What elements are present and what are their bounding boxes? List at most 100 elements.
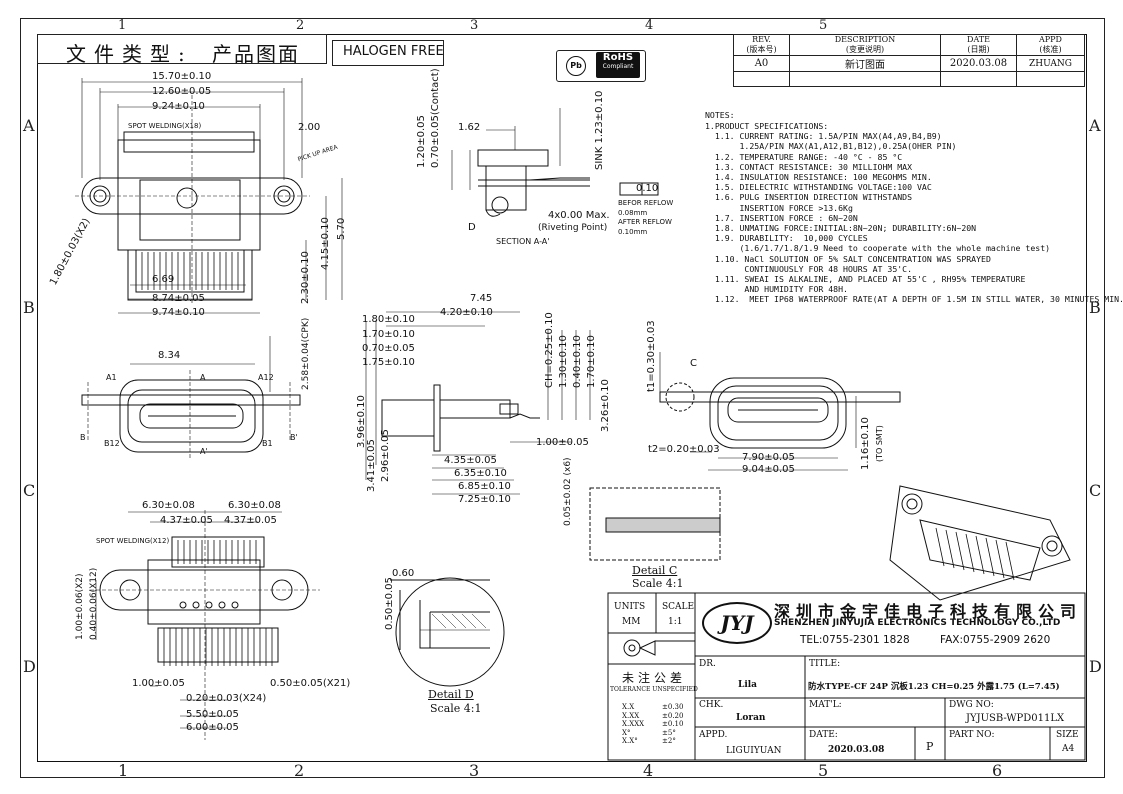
note-line: 1.12. MEET IP68 WATERPROOF RATE(AT A DEP…: [705, 294, 1123, 305]
company-logo: JYJ: [702, 602, 772, 644]
zone-col-4-top: 4: [645, 18, 654, 33]
company-fax: FAX:0755-2909 2620: [940, 634, 1051, 646]
dim-top-shell: 8.74±0.05: [152, 293, 205, 304]
tolerance-value: ±0.20: [662, 711, 684, 720]
dim-side-100: 1.00±0.05: [536, 437, 589, 448]
dim-sec-sink: SINK 1.23±0.10: [594, 90, 605, 170]
date-header-en: DATE: [967, 35, 990, 44]
tolerance-value: ±2°: [662, 737, 676, 745]
spot-welding-bottom: SPOT WELDING(X12): [96, 537, 170, 545]
dim-top-body: 9.24±0.10: [152, 101, 205, 112]
dim-front-258: 2.58±0.04(CPK): [301, 317, 311, 390]
revision-table: REV.(版本号) DESCRIPTION(变更说明) DATE(日期) APP…: [733, 34, 1085, 87]
dim-side-175: 1.75±0.10: [362, 357, 415, 368]
company-name-en: SHENZHEN JINYUJIA ELECTRONICS TECHNOLOGY…: [774, 618, 1061, 628]
dim-top-width: 15.70±0.10: [152, 71, 212, 82]
pin-b12: B12: [104, 439, 120, 448]
note-line: CONTINUOUSLY FOR 48 HOURS AT 35'C.: [705, 263, 913, 274]
size-value: A4: [1062, 744, 1075, 754]
note-line: 1.4. INSULATION RESISTANCE: 100 MEGOHMS …: [705, 172, 932, 182]
dim-bot-437-right: 4.37±0.05: [224, 515, 277, 526]
pb-free-icon: Pb: [566, 56, 586, 76]
dwg-label: DWG NO:: [949, 700, 994, 710]
zone-row-b: B: [23, 298, 35, 317]
file-type-label: 文件类型:: [66, 42, 193, 66]
halogen-box: [332, 40, 444, 66]
appd-header-en: APPD: [1039, 35, 1062, 44]
p-mark: P: [926, 740, 934, 753]
part-no-label: PART NO:: [949, 730, 995, 740]
tolerance-key: X.XX: [622, 711, 640, 720]
desc-header: DESCRIPTION(变更说明): [789, 34, 941, 56]
dim-bot-100b: 1.00±0.05: [132, 678, 185, 689]
riveting-point: (Riveting Point): [538, 223, 608, 233]
note-line: 1.11. SWEAI IS ALKALINE, AND PLACED AT 5…: [705, 274, 1026, 284]
date-value: 2020.03.08: [828, 745, 885, 755]
dim-top-outer: 9.74±0.10: [152, 307, 205, 318]
drawing-border: [37, 34, 1087, 762]
tolerance-key: X°: [622, 728, 631, 737]
tolerance-key: X.X: [622, 703, 635, 711]
dim-bot-630-right: 6.30±0.08: [228, 500, 281, 511]
dim-sec-070: 0.70±0.05(Contact): [430, 68, 441, 168]
dim-side-130: 1.30±0.10: [558, 335, 569, 388]
dim-flatness: 0.10: [636, 183, 659, 194]
tolerance-key: X.XXX: [622, 720, 645, 728]
before-reflow-value: 0.08mm: [618, 209, 648, 217]
note-line: 1.8. UNMATING FORCE:INITIAL:8N~20N; DURA…: [705, 223, 977, 233]
dim-riveting: 4x0.00 Max.: [548, 210, 610, 221]
dim-side-296: 2.96±0.05: [380, 429, 391, 482]
before-reflow: BEFOR REFLOW: [618, 199, 674, 207]
detail-c-title: Detail C: [632, 564, 678, 577]
title-label: TITLE:: [809, 659, 841, 669]
detail-d-scale: Scale 4:1: [430, 702, 482, 715]
after-reflow-value: 0.10mm: [618, 228, 648, 236]
rev-header-en: REV.: [752, 35, 771, 44]
dim-side-685: 6.85±0.10: [458, 481, 511, 492]
desc-header-en: DESCRIPTION: [834, 35, 896, 44]
date-header: DATE(日期): [940, 34, 1017, 56]
zone-row-c-right: C: [1089, 481, 1102, 500]
rohs-title: RoHS: [602, 52, 634, 63]
zone-col-2-top: 2: [296, 18, 305, 33]
dim-side-070: 0.70±0.05: [362, 343, 415, 354]
notes-title: NOTES:: [705, 110, 735, 120]
detail-c-callout: C: [690, 358, 697, 369]
section-mark-b: B: [80, 433, 86, 442]
pin-b1: B1: [262, 439, 273, 448]
rohs-badge: [556, 50, 646, 82]
note-line: 1.6. PULG INSERTION DIRECTION WITHSTANDS: [705, 192, 913, 203]
halogen-free-label: HALOGEN FREE: [343, 44, 444, 59]
outer-border: [20, 18, 1105, 778]
zone-col-5: 5: [818, 761, 829, 780]
detail-d-title: Detail D: [428, 688, 474, 701]
date-label: DATE:: [809, 730, 838, 740]
dim-side-040: 0.40±0.10: [572, 335, 583, 388]
dim-det-050: 0.50±0.05: [384, 577, 395, 630]
rev-value: A0: [733, 55, 790, 72]
zone-row-a-right: A: [1089, 116, 1101, 135]
after-reflow: AFTER REFLOW: [618, 218, 672, 226]
zone-row-a: A: [23, 116, 35, 135]
rohs-logo: RoHS Compliant: [596, 52, 640, 78]
dim-side-170b: 1.70±0.10: [586, 335, 597, 388]
units-label: UNITS: [614, 602, 646, 612]
size-label: SIZE: [1056, 730, 1079, 740]
dim-side-341: 3.41±0.05: [366, 439, 377, 492]
dim-front-834: 8.34: [158, 350, 181, 361]
dim-top-415: 4.15±0.10: [320, 217, 331, 270]
note-line: 1.3. CONTACT RESISTANCE: 30 MILLIOHM MAX: [705, 161, 913, 172]
zone-row-d: D: [23, 657, 36, 676]
chk-label: CHK.: [699, 700, 724, 710]
dim-bot-100: 1.00±0.06(X2): [75, 573, 85, 640]
dim-bot-600: 6.00±0.05: [186, 722, 239, 733]
note-line: 1.2. TEMPERATURE RANGE: -40 °C - 85 °C: [705, 151, 903, 162]
note-line: 1.25A/PIN MAX(A1,A12,B1,B12),0.25A(OHER …: [705, 141, 957, 152]
note-line: 1.PRODUCT SPECIFICATIONS:: [705, 121, 829, 131]
zone-col-1-top: 1: [118, 18, 127, 33]
dim-end-790: 7.90±0.05: [742, 452, 795, 463]
dr-label: DR.: [699, 659, 716, 669]
units-value: MM: [622, 617, 641, 627]
section-mark-a: A: [200, 373, 206, 382]
dim-top-230: 2.30±0.10: [300, 251, 311, 304]
